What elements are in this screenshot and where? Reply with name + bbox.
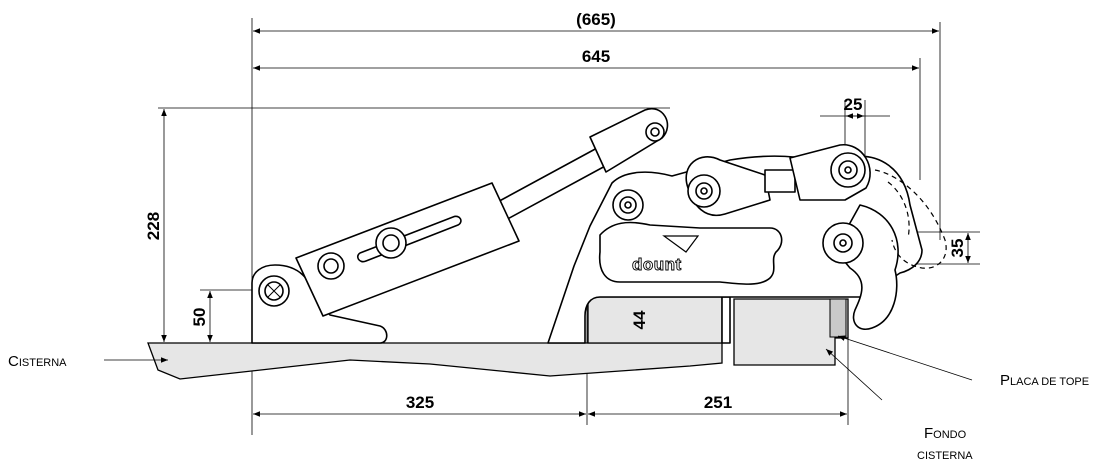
hydraulic-cylinder [295, 107, 669, 317]
label-stop-plate: PLACA DE TOPE [1000, 372, 1089, 389]
dim-overall-ref: (665) [576, 10, 616, 29]
dim-left-length: 325 [406, 393, 434, 412]
dimension-texts: (665) 645 325 251 25 228 50 44 35 [144, 10, 967, 412]
leader-lines [104, 335, 973, 401]
label-cistern-bottom: FONDO [924, 425, 967, 442]
dimension-lines [161, 28, 971, 417]
upper-linkage [685, 144, 871, 217]
dim-overall: 645 [582, 47, 610, 66]
cistern-wall [147, 342, 723, 380]
hook [822, 169, 947, 330]
label-cistern-bottom-line2: CISTERNA [917, 450, 973, 462]
cistern-bottom-leader [825, 348, 883, 401]
label-cistern: CISTERNA [8, 353, 67, 370]
stop-plate [587, 296, 731, 344]
stop-plate-leader [837, 335, 973, 381]
dim-height-total: 228 [144, 212, 163, 240]
cistern-bottom-block [733, 298, 849, 366]
dim-height-plate: 44 [630, 310, 649, 329]
labels: CISTERNA PLACA DE TOPE FONDO CISTERNA [8, 353, 1089, 462]
main-bracket [547, 155, 923, 344]
dim-hook-offset: 35 [948, 239, 967, 258]
brand-logo: dount [632, 235, 700, 274]
dim-pin-spacing: 25 [844, 95, 863, 114]
dim-right-length: 251 [704, 393, 732, 412]
logo-text: dount [632, 255, 682, 274]
dim-height-pivot: 50 [190, 308, 209, 327]
